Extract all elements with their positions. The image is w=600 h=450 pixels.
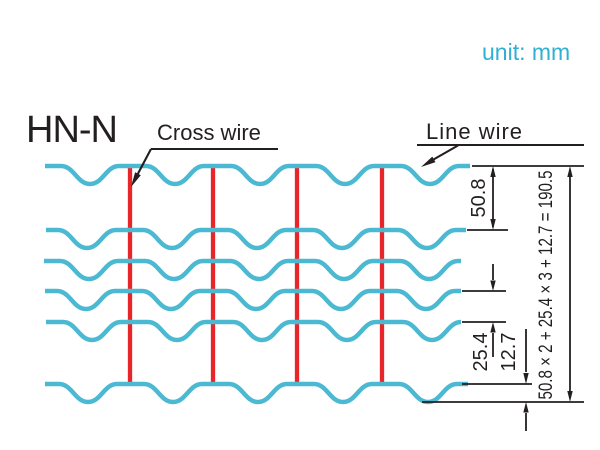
dim-12-7-arrow-up	[523, 402, 529, 413]
dim-25-4-arrow-up	[490, 322, 496, 333]
line-wires-group	[44, 163, 470, 405]
cross-wire-leader	[136, 148, 152, 175]
line-wire	[44, 258, 461, 282]
dim-50-8-arrow-down	[490, 219, 496, 230]
line-wire	[45, 381, 468, 405]
line-wire	[45, 288, 461, 312]
dim-25-4-value: 25.4	[470, 333, 492, 372]
line-wire	[45, 163, 470, 187]
cross-wires-group	[127, 164, 385, 386]
arrowheads-group	[131, 156, 573, 413]
dim-50-8-arrow-up	[490, 166, 496, 177]
model-title: HN-N	[26, 109, 117, 151]
line-wire	[46, 227, 466, 251]
dim-12-7-value: 12.7	[498, 333, 520, 372]
line-wire-label: Line wire	[426, 119, 523, 144]
dim-total-arrow-down	[567, 391, 573, 402]
unit-label: unit: mm	[482, 39, 570, 65]
line-wire	[46, 319, 462, 343]
dim-50-8-value: 50.8	[468, 179, 490, 218]
dim-12-7-arrow-down	[523, 373, 529, 384]
dim-total-arrow-up	[567, 166, 573, 177]
dim-25-4-arrow-down	[490, 280, 496, 291]
cross-wire-leader-arrow	[131, 172, 141, 187]
cross-wire-label: Cross wire	[157, 120, 261, 145]
dim-total-formula: 50.8 × 2 + 25.4 × 3 + 12.7 = 190.5	[536, 171, 557, 400]
dimension-lines-group	[136, 143, 584, 431]
line-wire-leader	[432, 144, 459, 161]
line-wire-leader-arrow	[421, 156, 436, 167]
